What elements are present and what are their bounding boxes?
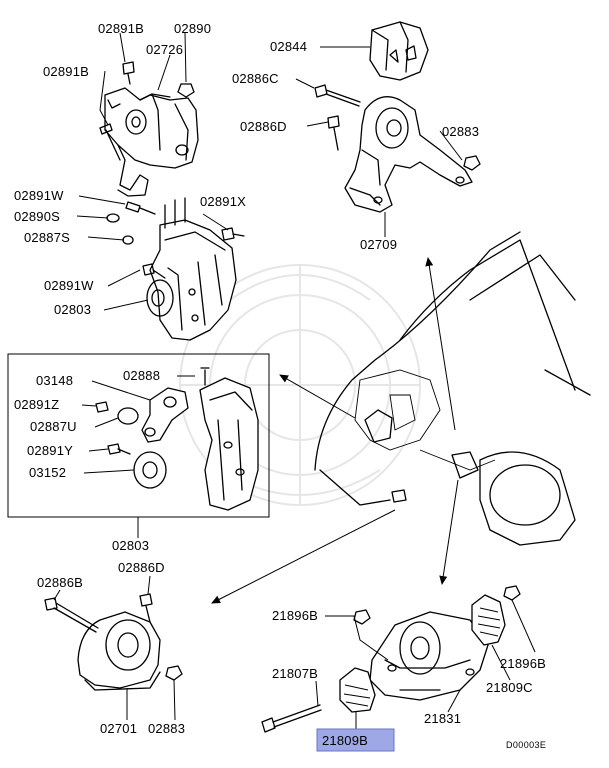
mount-02701 — [44, 593, 183, 691]
label-02883-top[interactable]: 02883 — [442, 124, 479, 139]
label-02891Z[interactable]: 02891Z — [14, 397, 59, 412]
label-02844[interactable]: 02844 — [270, 39, 307, 54]
label-02883-bottom[interactable]: 02883 — [148, 721, 185, 736]
label-03152[interactable]: 03152 — [29, 465, 66, 480]
label-21807B[interactable]: 21807B — [272, 666, 318, 681]
label-02891W-bottom[interactable]: 02891W — [44, 278, 94, 293]
label-02886D-bottom[interactable]: 02886D — [118, 560, 165, 575]
label-02701[interactable]: 02701 — [100, 721, 137, 736]
label-03148[interactable]: 03148 — [36, 373, 73, 388]
label-02891B-left[interactable]: 02891B — [43, 64, 89, 79]
emblem-watermark-icon — [179, 264, 421, 506]
label-02726[interactable]: 02726 — [146, 42, 183, 57]
label-02886D-top[interactable]: 02886D — [240, 119, 287, 134]
label-21896B-right[interactable]: 21896B — [500, 656, 546, 671]
detail-box-02803 — [7, 353, 270, 518]
direction-arrows — [211, 257, 459, 604]
mount-21831 — [261, 585, 521, 733]
label-21896B-left[interactable]: 21896B — [272, 608, 318, 623]
label-02887U[interactable]: 02887U — [30, 419, 77, 434]
label-02891B-top[interactable]: 02891B — [98, 21, 144, 36]
label-02803-top[interactable]: 02803 — [54, 302, 91, 317]
label-02888[interactable]: 02888 — [123, 368, 160, 383]
label-02886C[interactable]: 02886C — [232, 71, 279, 86]
label-02890[interactable]: 02890 — [174, 21, 211, 36]
label-21809C[interactable]: 21809C — [486, 680, 533, 695]
leader-lines — [53, 32, 536, 730]
engine-mount-02726 — [99, 61, 199, 197]
label-02886B[interactable]: 02886B — [37, 575, 83, 590]
label-02891X[interactable]: 02891X — [200, 194, 246, 209]
label-02891W-top[interactable]: 02891W — [14, 188, 64, 203]
highlight-box-21809B — [316, 728, 395, 752]
label-21809B-highlighted[interactable]: 21809B — [322, 733, 368, 748]
label-21831[interactable]: 21831 — [424, 711, 461, 726]
label-02891Y[interactable]: 02891Y — [27, 443, 73, 458]
label-02803-bottom[interactable]: 02803 — [112, 538, 149, 553]
part-labels: 02891B 02890 02726 02891B 02844 02886C 0… — [14, 21, 546, 752]
label-02887S[interactable]: 02887S — [24, 230, 70, 245]
mount-bracket-02709 — [314, 21, 481, 213]
label-02890S[interactable]: 02890S — [14, 209, 60, 224]
diagram-reference-code: D00003E — [506, 740, 546, 750]
label-02709[interactable]: 02709 — [360, 237, 397, 252]
vehicle-outline — [314, 231, 591, 546]
bracket-assembly-02803 — [106, 197, 245, 341]
